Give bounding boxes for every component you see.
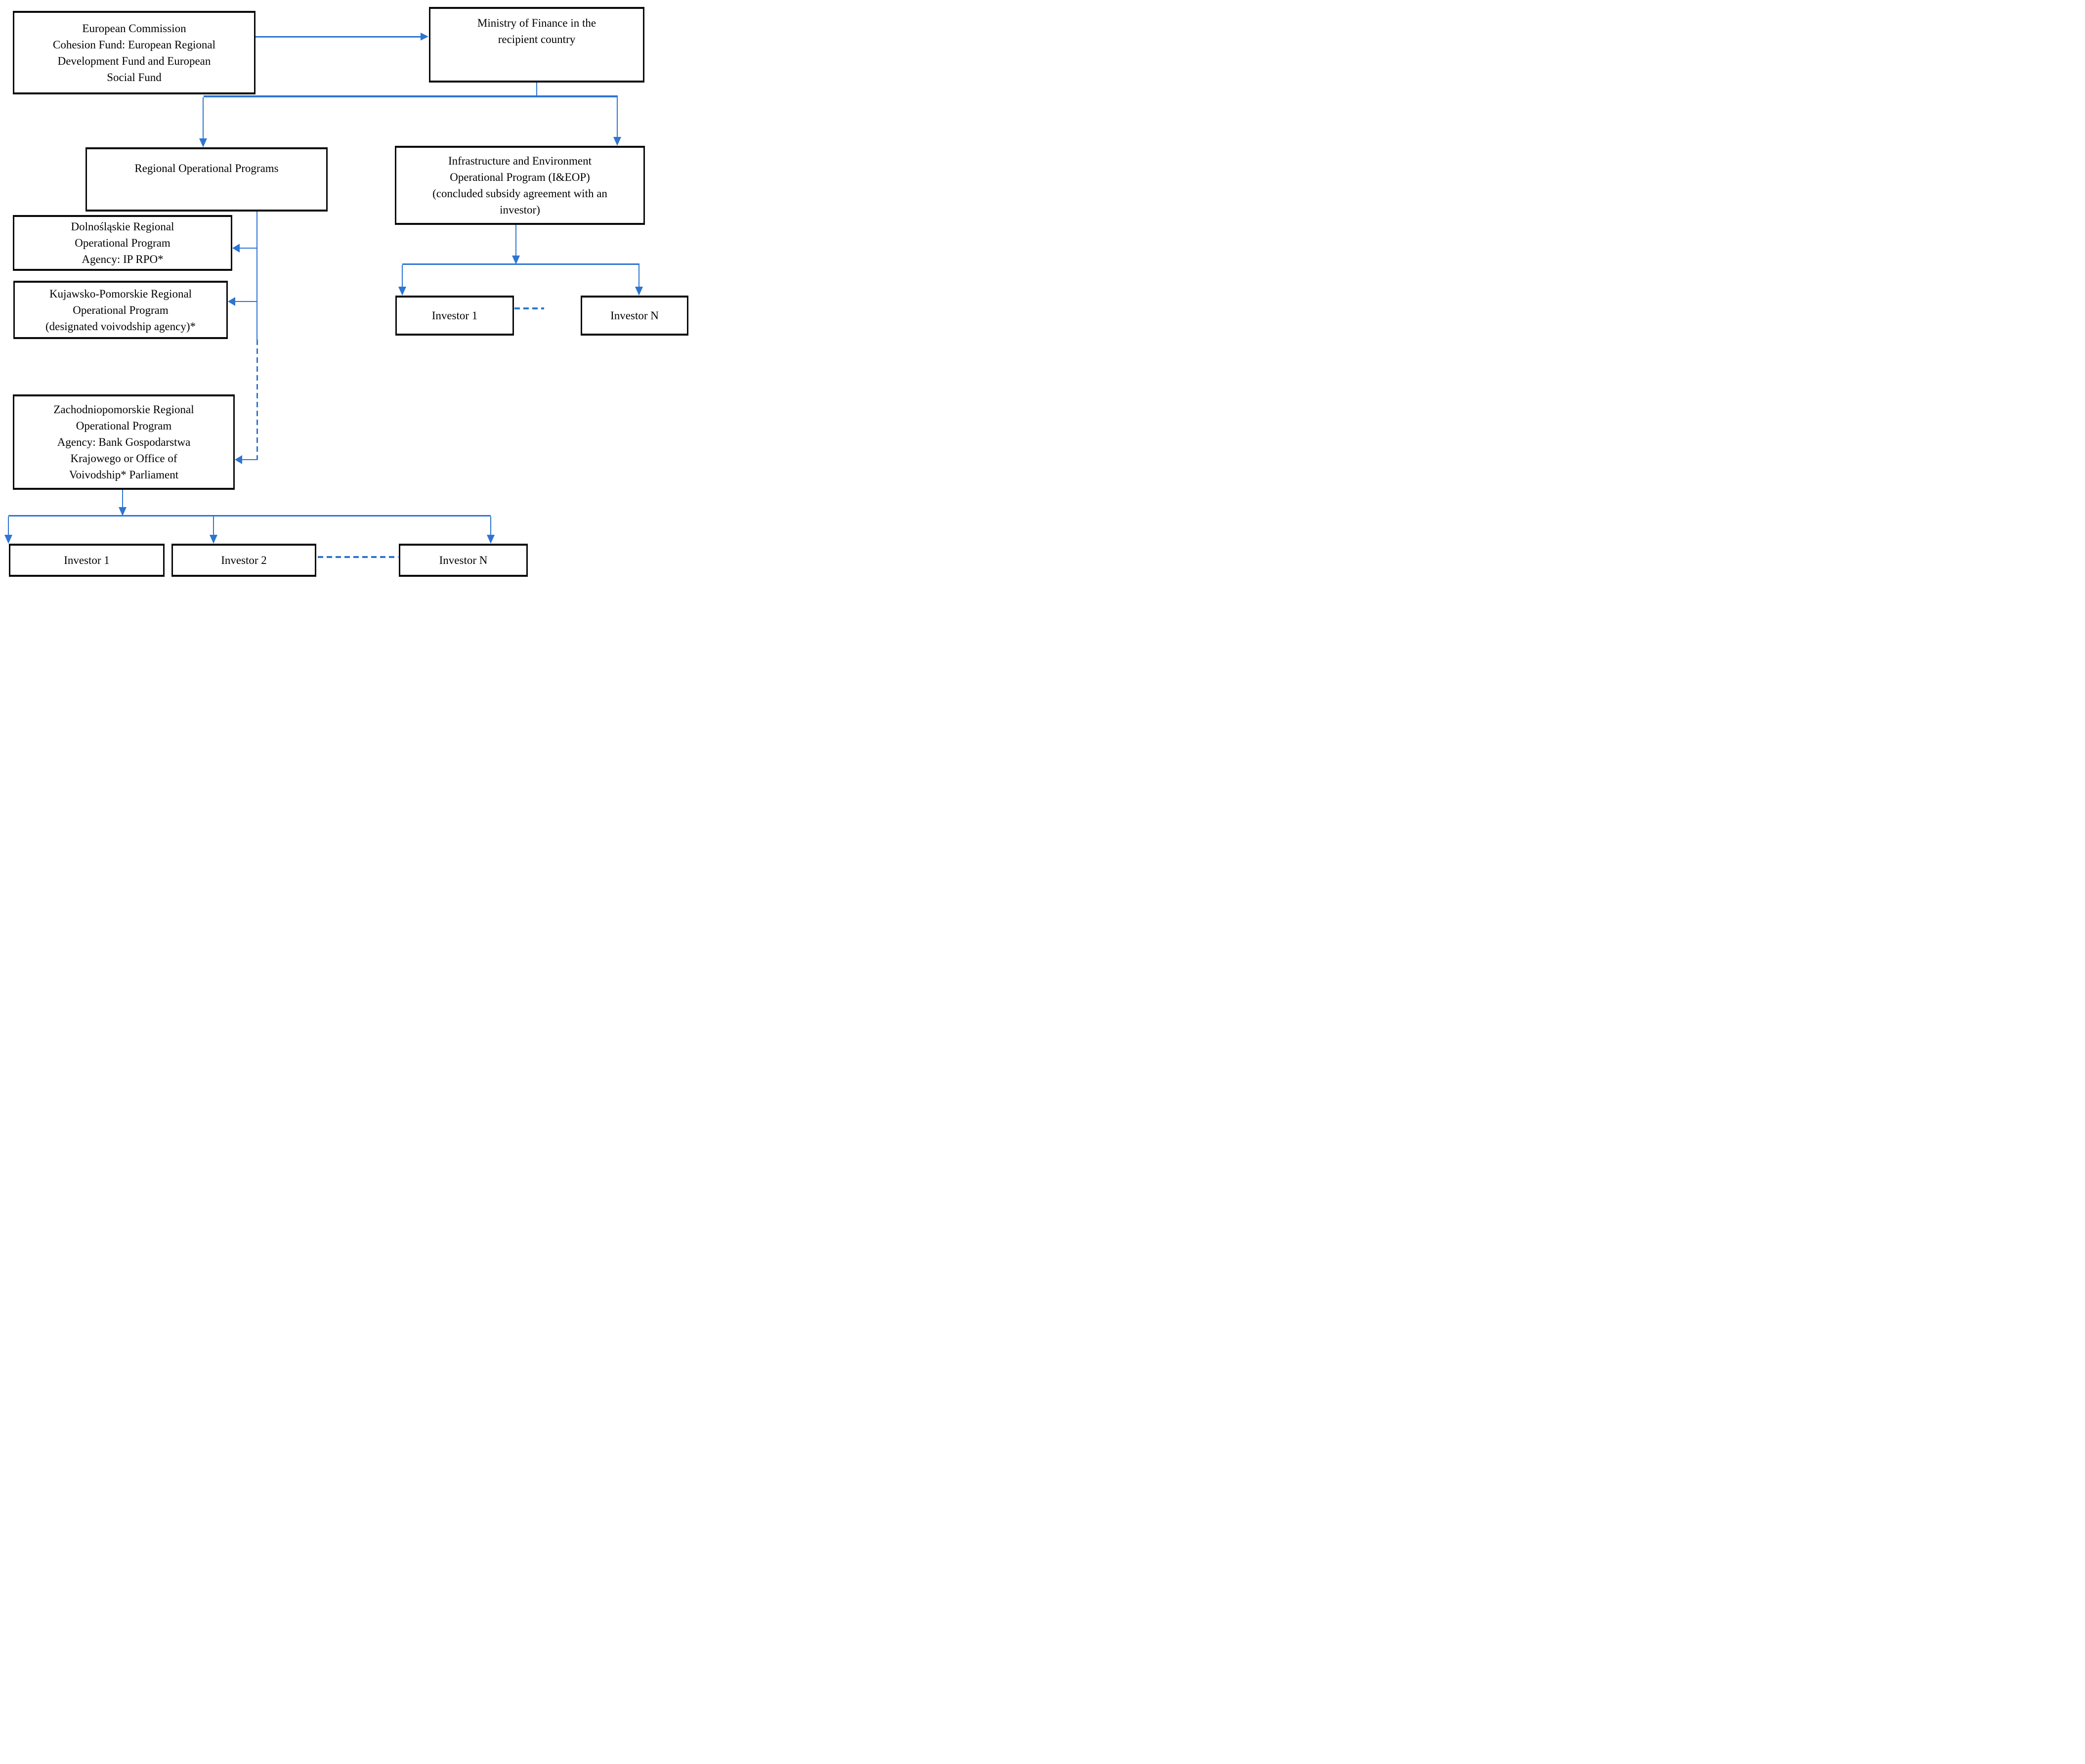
arrowhead-down-icon [119, 507, 127, 516]
connector-branch-to-ieop [617, 97, 618, 137]
text-line: Krajowego or Office of [70, 452, 177, 465]
arrowhead-left-icon [235, 455, 242, 464]
arrowhead-down-icon [512, 256, 520, 264]
arrowhead-down-icon [199, 138, 207, 147]
arrowhead-left-icon [228, 297, 235, 306]
dashed-link-investors-ieop [514, 307, 544, 309]
connector-to-dolnoslaskie [240, 248, 257, 249]
connector-to-investor1-regional [8, 516, 9, 535]
arrowhead-down-icon [210, 535, 217, 544]
text-line: Operational Program (I&EOP) [450, 171, 590, 183]
text-line: Dolnośląskie Regional [71, 220, 174, 233]
arrowhead-down-icon [635, 287, 643, 296]
connector-ministry-drop [536, 83, 537, 95]
text-line: Social Fund [107, 71, 162, 84]
arrowhead-right-icon [421, 33, 428, 41]
text-line: Regional Operational Programs [134, 162, 279, 174]
connector-regional-investors-branch [8, 515, 491, 516]
text-line: (concluded subsidy agreement with an [432, 187, 607, 200]
node-kujawsko-pomorskie-program: Kujawsko-Pomorskie Regional Operational … [13, 281, 228, 339]
connector-ministry-branch [204, 95, 618, 97]
text-line: Investor 1 [431, 309, 478, 322]
text-line: Voivodship* Parliament [69, 469, 179, 481]
node-investor-n-regional: Investor N [399, 544, 528, 577]
text-line: Agency: IP RPO* [82, 253, 164, 265]
text-line: Operational Program [76, 420, 172, 432]
text-line: Investor N [610, 309, 659, 322]
node-investor-1-regional: Investor 1 [9, 544, 165, 577]
node-investor-1-ieop: Investor 1 [395, 296, 514, 336]
text-line: European Commission [82, 22, 186, 35]
connector-to-zachodniopomorskie [242, 459, 257, 460]
node-infrastructure-environment-program: Infrastructure and Environment Operation… [395, 146, 645, 225]
connector-ec-to-ministry [255, 36, 422, 38]
node-investor-n-ieop: Investor N [581, 296, 688, 336]
connector-to-investor2-regional [213, 516, 214, 535]
text-line: Investor 2 [221, 554, 267, 566]
text-line: recipient country [498, 33, 576, 45]
text-line: Operational Program [73, 303, 169, 316]
funds-flowchart-canvas: European Commission Cohesion Fund: Europ… [0, 0, 695, 588]
text-line: Ministry of Finance in the [477, 17, 596, 29]
connector-ieop-investors-branch [402, 263, 639, 265]
text-line: Investor N [439, 554, 488, 566]
connector-to-investorN-regional [490, 516, 491, 535]
node-zachodniopomorskie-program: Zachodniopomorskie Regional Operational … [13, 394, 235, 490]
node-european-commission: European Commission Cohesion Fund: Europ… [13, 11, 255, 94]
text-line: Cohesion Fund: European Regional [53, 38, 215, 51]
connector-rop-spine-solid [256, 212, 257, 340]
text-line: Kujawsko-Pomorskie Regional [49, 287, 192, 300]
node-regional-operational-programs: Regional Operational Programs [85, 147, 328, 212]
connector-to-investorN-ieop [638, 265, 639, 287]
node-dolnoslaskie-program: Dolnośląskie Regional Operational Progra… [13, 215, 232, 271]
connector-to-investor1-ieop [402, 265, 403, 287]
arrowhead-down-icon [613, 137, 621, 146]
node-investor-2-regional: Investor 2 [171, 544, 316, 577]
arrowhead-left-icon [232, 244, 240, 253]
arrowhead-down-icon [398, 287, 406, 296]
connector-ieop-drop [515, 225, 516, 256]
text-line: Infrastructure and Environment [448, 155, 592, 167]
connector-branch-to-rop [203, 97, 204, 138]
text-line: investor) [500, 204, 540, 216]
text-line: Zachodniopomorskie Regional [53, 403, 194, 416]
text-line: Investor 1 [64, 554, 110, 566]
text-line: Operational Program [75, 237, 170, 249]
text-line: Agency: Bank Gospodarstwa [57, 436, 191, 448]
dashed-link-investors-regional [318, 556, 398, 558]
text-line: Development Fund and European [57, 54, 211, 67]
node-ministry-of-finance: Ministry of Finance in the recipient cou… [429, 7, 644, 83]
arrowhead-down-icon [4, 535, 12, 544]
connector-to-kujawsko [235, 301, 257, 302]
connector-rop-spine-dashed [256, 340, 258, 460]
connector-zachodniopomorskie-drop [122, 490, 123, 507]
arrowhead-down-icon [487, 535, 495, 544]
text-line: (designated voivodship agency)* [45, 320, 196, 333]
